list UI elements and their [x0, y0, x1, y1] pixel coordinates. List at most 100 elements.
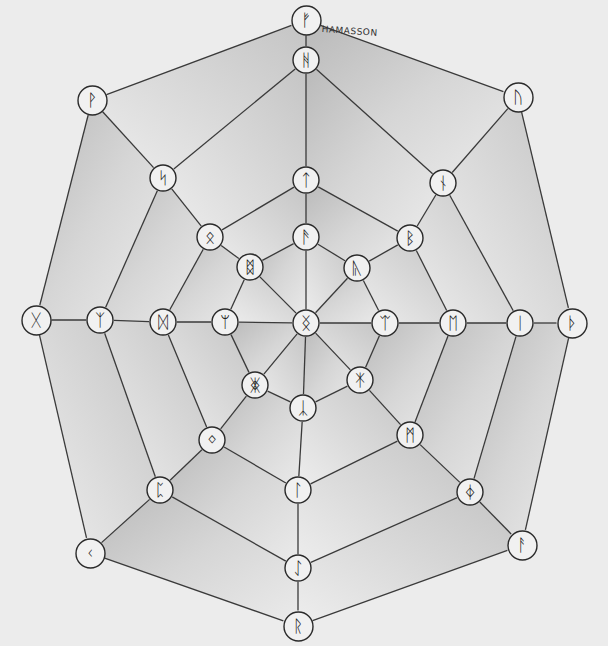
web-strand — [224, 447, 286, 483]
rune-glyph: ᛝ — [292, 309, 320, 337]
rune-glyph: ᛉ — [86, 306, 114, 334]
web-strand — [311, 441, 398, 484]
rune-glyph: ᛋ — [149, 164, 177, 192]
rune-glyph: ᛚ — [284, 476, 312, 504]
web-strand — [262, 244, 293, 261]
rune-glyph: ᛘ — [211, 308, 239, 336]
rune-circle: ᛠ — [371, 309, 399, 337]
web-strand — [264, 334, 297, 374]
web-strand — [40, 115, 88, 305]
web-strand — [305, 36, 306, 47]
web-strand — [107, 25, 292, 94]
rune-glyph: ᛈ — [146, 476, 174, 504]
rune-circle: ᚾ — [429, 169, 457, 197]
web-strand — [231, 280, 244, 310]
web-strand — [239, 322, 292, 324]
web-strand — [420, 445, 460, 483]
rune-circle: ᛞ — [149, 308, 177, 336]
web-strand — [105, 558, 284, 621]
web-strand — [311, 498, 457, 563]
web-strand — [417, 195, 436, 226]
rune-circle: ᚨ — [507, 530, 538, 561]
web-strand — [170, 450, 202, 481]
rune-circle: ᛉ — [86, 306, 114, 334]
web-strand — [474, 336, 516, 478]
web-strand — [318, 244, 345, 260]
web-strand — [415, 336, 448, 422]
web-band — [303, 323, 360, 408]
rune-glyph: ᛟ — [196, 223, 224, 251]
rune-glyph: ᛇ — [284, 554, 312, 582]
rune-circle: ᛥ — [236, 253, 264, 281]
web-band — [225, 322, 306, 385]
rune-circle: ᛜ — [198, 426, 226, 454]
rune-circle: ᛇ — [284, 554, 312, 582]
web-strand — [480, 502, 511, 534]
web-strand — [363, 280, 378, 310]
web-strand — [525, 338, 568, 530]
rune-glyph: ᛠ — [371, 309, 399, 337]
rune-glyph: ᚦ — [557, 308, 588, 339]
web-strand — [305, 251, 306, 309]
rune-circle: ᛗ — [396, 421, 424, 449]
rune-circle: ᚢ — [503, 82, 534, 113]
rune-circle: ᛄ — [456, 478, 484, 506]
rune-circle: ᛘ — [211, 308, 239, 336]
web-strand — [260, 277, 296, 313]
rune-circle: ᛡ — [346, 366, 374, 394]
web-strand — [305, 74, 306, 166]
rune-glyph: ᛡ — [346, 366, 374, 394]
web-strand — [416, 250, 446, 310]
rune-circle: ᚲ — [75, 538, 106, 569]
web-band — [306, 268, 385, 323]
web-strand — [102, 111, 153, 167]
rune-glyph: ᚢ — [503, 82, 534, 113]
web-strand — [467, 322, 506, 323]
rune-glyph: ᛜ — [198, 426, 226, 454]
web-strand — [168, 335, 206, 427]
rune-circle: ᚻ — [292, 46, 320, 74]
web-strand — [268, 391, 291, 402]
web-strand — [102, 499, 150, 542]
web-strand — [39, 335, 86, 538]
rune-glyph: ᚱ — [283, 611, 314, 642]
rune-circle: ᛣ — [289, 394, 317, 422]
rune-glyph: ᚠ — [291, 5, 322, 36]
web-strand — [231, 335, 249, 373]
web-strand — [316, 333, 351, 370]
rune-glyph: ᛞ — [149, 308, 177, 336]
web-strand — [172, 497, 286, 561]
web-strand — [52, 319, 87, 320]
rune-circle: ᛖ — [439, 309, 467, 337]
web-strand — [522, 112, 569, 308]
rune-glyph: ᚲ — [75, 538, 106, 569]
rune-circle: ᛋ — [149, 164, 177, 192]
rune-glyph: ᛄ — [456, 478, 484, 506]
web-strand — [106, 191, 158, 307]
web-strand — [450, 195, 514, 310]
web-strand — [303, 337, 305, 394]
web-strand — [297, 582, 298, 611]
web-strand — [399, 322, 439, 323]
rune-circle: ᛤ — [241, 371, 269, 399]
rune-circle: ᛟ — [196, 223, 224, 251]
web-strand — [177, 321, 211, 322]
web-strand — [313, 550, 508, 620]
web-strand — [320, 322, 371, 323]
rune-glyph: ᛒ — [396, 224, 424, 252]
web-strand — [369, 390, 400, 424]
web-strand — [170, 249, 203, 309]
web-strand — [174, 69, 295, 169]
web-band — [250, 237, 306, 323]
rune-circle: ᚠ — [291, 5, 322, 36]
rune-glyph: ᛥ — [236, 253, 264, 281]
rune-circle: ᛝ — [292, 309, 320, 337]
web-strand — [299, 422, 302, 476]
web-strand — [222, 187, 294, 230]
rune-circle: ᛏ — [292, 166, 320, 194]
rune-glyph: ᚷ — [21, 305, 52, 336]
rune-glyph: ᛁ — [506, 309, 534, 337]
web-strand — [366, 336, 380, 367]
rune-glyph: ᚣ — [343, 254, 371, 282]
web-strand — [114, 320, 149, 321]
